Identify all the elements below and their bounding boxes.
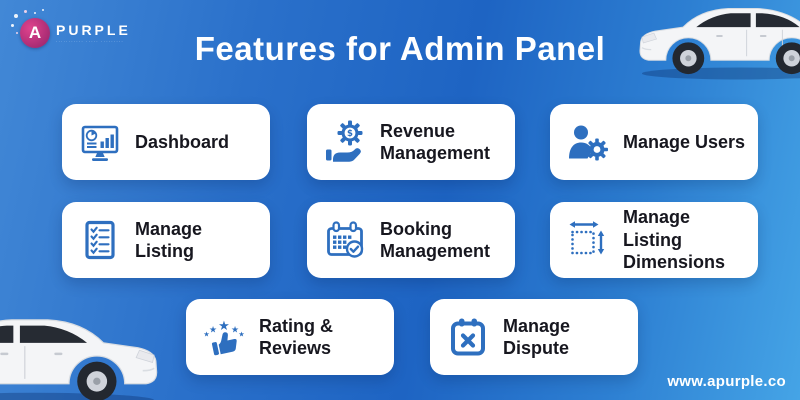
logo-mark-icon: A: [11, 9, 50, 48]
apurple-logo: A PURPLE ··········· ····· ·········: [11, 9, 131, 48]
dashboard-icon: [81, 125, 119, 161]
logo-wordmark: PURPLE: [56, 22, 131, 38]
manage-listing-icon: [85, 220, 115, 260]
card-manage-dispute: Manage Dispute: [430, 299, 638, 375]
logo-text: PURPLE ··········· ····· ·········: [56, 18, 131, 44]
card-label: Revenue Management: [380, 120, 491, 164]
manage-listing-dimensions-icon: [569, 221, 605, 255]
svg-text:★: ★: [218, 319, 230, 334]
card-label: Manage Dispute: [503, 315, 571, 359]
revenue-management-icon: $: [326, 120, 363, 162]
website-url: www.apurple.co: [667, 373, 786, 390]
logo-tagline: ··········· ····· ·········: [56, 39, 124, 44]
manage-users-icon: [569, 125, 608, 161]
card-label: Manage Listing Dimensions: [623, 207, 726, 273]
card-manage-listing-dimensions: Manage Listing Dimensions: [550, 202, 758, 278]
car-top-right-image: [639, 8, 800, 80]
page-title: Features for Admin Panel: [194, 30, 606, 67]
rating-reviews-icon: ★ ★ ★ ★ ★: [203, 319, 245, 356]
card-booking-management: Booking Management: [307, 202, 515, 278]
manage-dispute-icon: [451, 318, 485, 356]
svg-text:★: ★: [209, 326, 217, 336]
logo-initial: A: [28, 22, 42, 42]
card-label: Dashboard: [135, 131, 230, 152]
card-rating-reviews: ★ ★ ★ ★ ★ Rating & Reviews: [186, 299, 394, 375]
svg-text:★: ★: [203, 331, 209, 339]
card-label: Rating & Reviews: [259, 315, 333, 359]
card-dashboard: Dashboard: [62, 104, 270, 180]
card-manage-listing: Manage Listing: [62, 202, 270, 278]
booking-management-icon: [327, 221, 364, 258]
card-label: Booking Management: [380, 218, 491, 262]
card-label: Manage Users: [623, 131, 746, 152]
card-revenue-management: $ Revenue Management: [307, 104, 515, 180]
svg-text:★: ★: [238, 331, 244, 339]
car-bottom-left-image: [0, 319, 158, 400]
card-manage-users: Manage Users: [550, 104, 758, 180]
svg-text:$: $: [347, 129, 353, 139]
card-label: Manage Listing: [135, 218, 203, 262]
svg-text:★: ★: [231, 326, 239, 336]
